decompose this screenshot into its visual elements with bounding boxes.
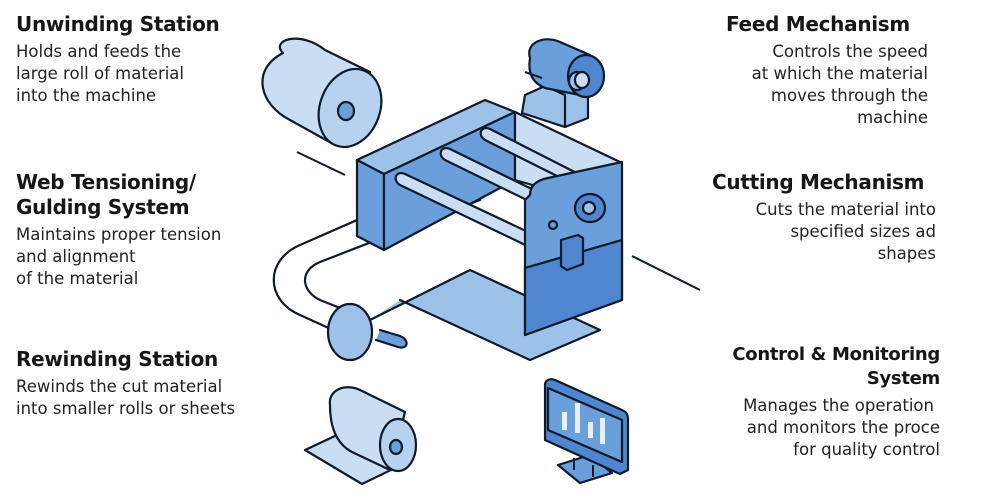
control-desc-line: for quality control (793, 440, 940, 459)
motor-icon (520, 38, 606, 129)
web-tensioning-block: Web Tensioning/ Gulding System Maintains… (16, 170, 286, 290)
unwinding-desc-line: Holds and feeds the (16, 42, 182, 61)
cutting-desc-line: specified sizes ad (790, 222, 936, 241)
control-desc-line: and monitors the proce (746, 418, 940, 437)
web-tensioning-desc-line: Maintains proper tension (16, 225, 222, 244)
unwinding-station-title: Unwinding Station (16, 12, 220, 36)
unwinding-desc-line: large roll of material (16, 64, 185, 83)
feed-desc-line: moves through the (770, 86, 928, 105)
rewinding-desc-line: Rewinds the cut material (16, 377, 223, 396)
connector-line-unwinding (296, 151, 346, 176)
control-monitoring-title-line: System (866, 368, 940, 389)
feed-desc-line: Controls the speed (772, 42, 928, 61)
feed-mechanism-block: Feed Mechanism Controls the speed at whi… (660, 12, 928, 129)
feed-mechanism-title: Feed Mechanism (726, 12, 910, 36)
cutting-desc-line: Cuts the material into (755, 200, 936, 219)
feed-desc-line: machine (857, 108, 928, 127)
control-desc-line: Manages the operation (743, 396, 934, 415)
small-roll-icon (303, 386, 418, 486)
slitting-machine-icon (272, 98, 624, 362)
web-tensioning-desc-line: of the material (16, 269, 139, 288)
rewinding-station-block: Rewinding Station Rewinds the cut materi… (16, 347, 296, 420)
feed-desc-line: at which the material (751, 64, 928, 83)
unwinding-station-block: Unwinding Station Holds and feeds the la… (16, 12, 276, 107)
cutting-mechanism-title: Cutting Mechanism (712, 170, 925, 194)
cutting-mechanism-block: Cutting Mechanism Cuts the material into… (650, 170, 936, 265)
web-tensioning-desc-line: and alignment (16, 247, 136, 266)
control-monitoring-title-line: Control & Monitoring (732, 344, 940, 365)
rewinding-station-title: Rewinding Station (16, 347, 218, 371)
large-roll-icon (261, 37, 383, 149)
monitor-chart-icon (543, 378, 630, 485)
unwinding-desc-line: into the machine (16, 86, 157, 105)
connector-line-cutting (631, 255, 701, 291)
control-monitoring-block: Control & Monitoring System Manages the … (650, 343, 940, 461)
cutting-desc-line: shapes (877, 244, 936, 263)
web-tensioning-title-line: Gulding System (16, 195, 190, 219)
web-tensioning-title-line: Web Tensioning/ (16, 170, 196, 194)
rewinding-desc-line: into smaller rolls or sheets (16, 399, 236, 418)
